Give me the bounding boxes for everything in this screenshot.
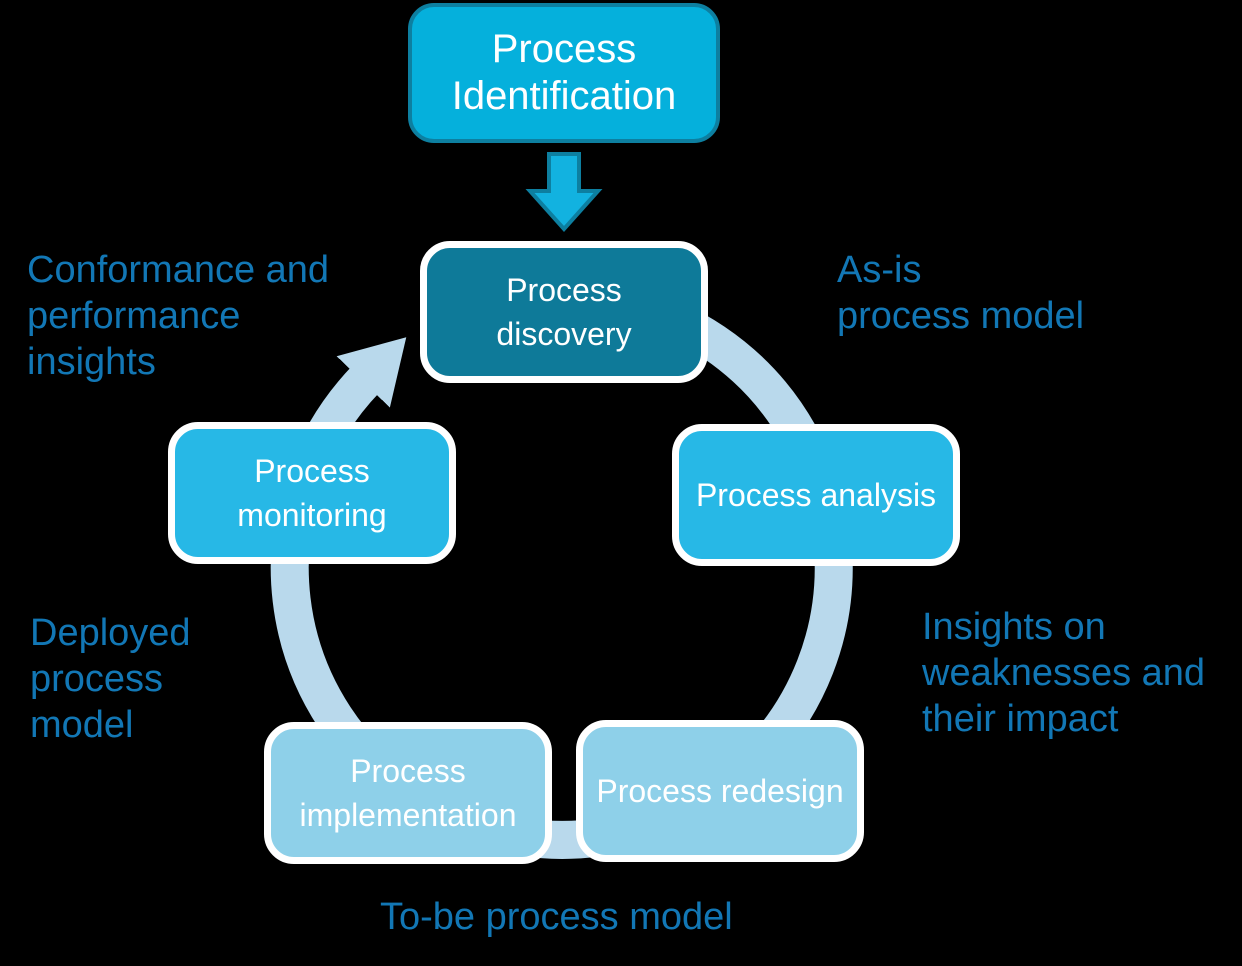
stage-label: Process analysis [695, 477, 937, 513]
stage-process-analysis: Process analysis [672, 424, 960, 566]
annotation-conformance-performance-insights: Conformance and performance insights [27, 249, 330, 383]
stage-process-redesign: Process redesign [576, 720, 864, 862]
stage-process-monitoring: Process monitoring [168, 422, 456, 564]
annotation-deployed-process-model: Deployed process model [30, 612, 191, 746]
process-identification-box: Process Identification [408, 3, 720, 143]
down-arrow-icon [525, 152, 603, 232]
annotation-to-be-process-model: To-be process model [380, 896, 733, 938]
annotation-as-is-process-model: As-is process model [837, 249, 1085, 337]
stage-label: Process implementation [299, 753, 517, 833]
down-arrow-shape [525, 152, 603, 232]
stage-label: Process monitoring [237, 453, 387, 533]
stage-process-implementation: Process implementation [264, 722, 552, 864]
annotation-insights-on-weaknesses: Insights on weaknesses and their impact [922, 606, 1206, 740]
stage-process-discovery: Process discovery [420, 241, 708, 383]
stage-label: Process redesign [596, 773, 844, 809]
stage-label: Process discovery [496, 272, 632, 352]
process-identification-label: Process Identification [451, 27, 677, 118]
